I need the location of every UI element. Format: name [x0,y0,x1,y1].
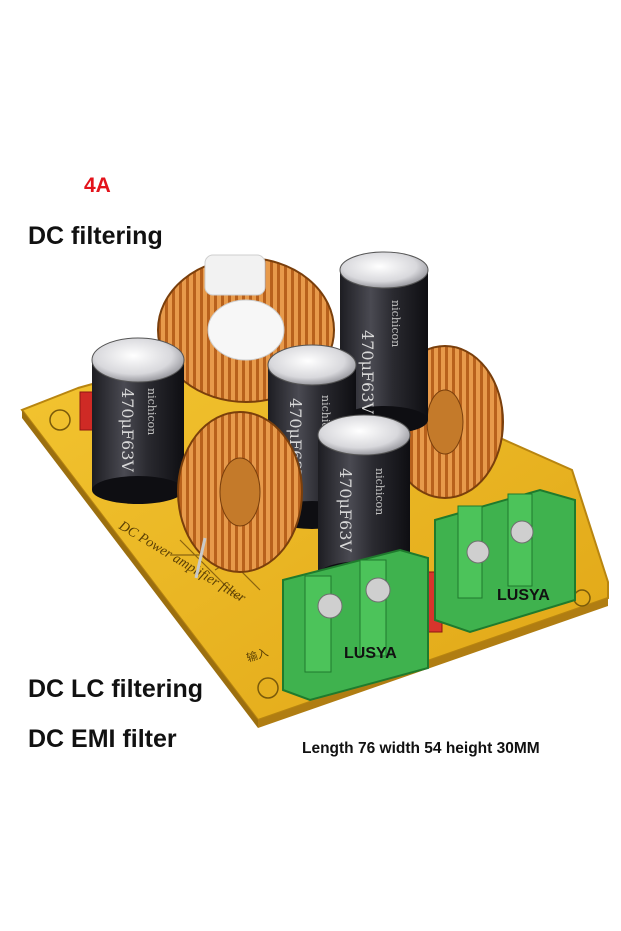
terminal-block-right: LUSYA [434,488,576,634]
silkscreen-input-mark: 输入 [245,645,270,665]
feature-emi-filter: DC EMI filter [28,725,177,753]
current-rating-label: 4A [84,174,111,197]
capacitor-label: 470μF63V [118,388,137,472]
headline-label: DC filtering [28,222,163,250]
capacitor-label: 470μF63V [358,330,377,414]
terminal-brand: LUSYA [497,587,550,604]
capacitor-brand: nichicon [389,300,402,347]
red-fuse [79,391,95,431]
terminal-screw [466,540,490,564]
terminal-brand: LUSYA [344,645,397,662]
dimensions-label: Length 76 width 54 height 30MM [302,740,540,757]
terminal-screw [510,520,534,544]
terminal-block-left: LUSYA [282,548,429,702]
capacitor-brand: nichicon [145,388,158,435]
toroid-coil-front [177,411,303,579]
mounting-hole [49,409,71,431]
capacitor-label: 470μF63V [336,468,355,552]
feature-lc-filtering: DC LC filtering [28,675,203,703]
mounting-hole [257,677,279,699]
terminal-screw [365,577,391,603]
capacitor-left: 470μF63V nichicon [91,337,185,504]
terminal-screw [317,593,343,619]
capacitor-brand: nichicon [373,468,386,515]
